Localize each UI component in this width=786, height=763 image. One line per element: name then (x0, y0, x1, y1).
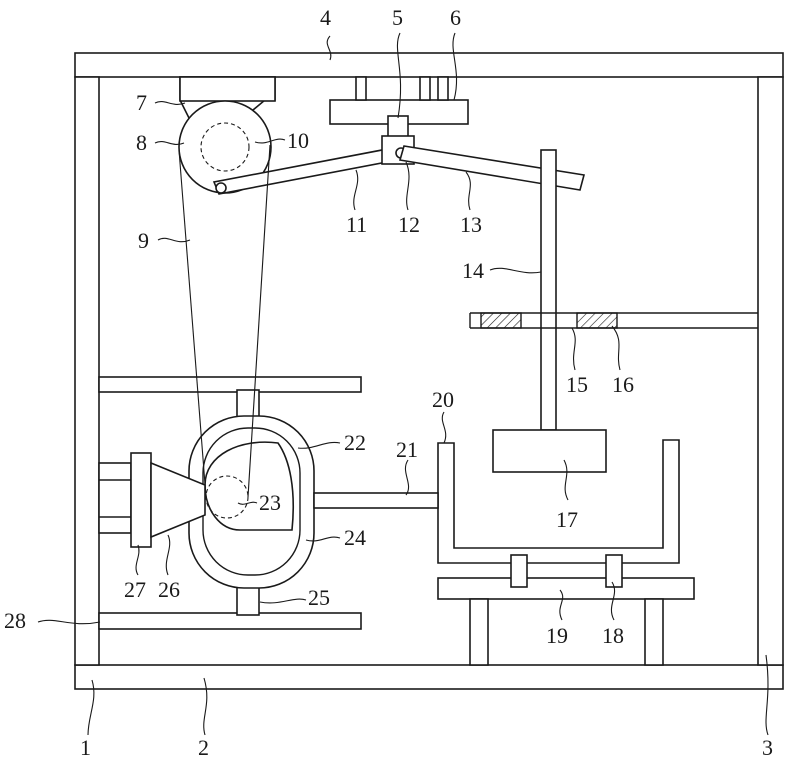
table-top (438, 578, 694, 599)
label-21: 21 (396, 437, 418, 462)
label-4: 4 (320, 5, 331, 30)
slide-block-left (511, 555, 527, 587)
vertical-rod (541, 150, 556, 430)
lower-shelf (99, 613, 361, 629)
label-6: 6 (450, 5, 461, 30)
motor-mount (99, 463, 131, 533)
mount-post-mid (420, 77, 430, 100)
label-16: 16 (612, 372, 634, 397)
label-24: 24 (344, 525, 366, 550)
push-rod (314, 493, 438, 508)
label-7: 7 (136, 90, 147, 115)
press-assembly (470, 150, 758, 472)
label-13: 13 (460, 212, 482, 237)
label-11: 11 (346, 212, 367, 237)
hopper-neck (180, 77, 275, 101)
label-5: 5 (392, 5, 403, 30)
belt-left (179, 150, 206, 497)
lower-mechanism (99, 145, 438, 629)
label-19: 19 (546, 623, 568, 648)
label-10: 10 (287, 128, 309, 153)
label-2: 2 (198, 735, 209, 760)
label-8: 8 (136, 130, 147, 155)
table-leg-right (645, 599, 663, 665)
label-20: 20 (432, 387, 454, 412)
label-27: 27 (124, 577, 146, 602)
label-25: 25 (308, 585, 330, 610)
slide-block-right (606, 555, 622, 587)
label-28: 28 (4, 608, 26, 633)
press-head (493, 430, 606, 472)
lower-support-block (237, 585, 259, 615)
label-3: 3 (762, 735, 773, 760)
base-plate (75, 665, 783, 689)
label-18: 18 (602, 623, 624, 648)
mount-post-right (438, 77, 448, 100)
table-leg-left (470, 599, 488, 665)
label-12: 12 (398, 212, 420, 237)
label-9: 9 (138, 228, 149, 253)
top-mechanism (179, 77, 584, 194)
right-column (758, 77, 783, 665)
mount-post-left (356, 77, 366, 100)
motor-body (131, 453, 151, 547)
label-1: 1 (80, 735, 91, 760)
guide-bushing-left (481, 313, 521, 328)
label-14: 14 (462, 258, 484, 283)
label-17: 17 (556, 507, 578, 532)
upper-shelf (99, 377, 361, 392)
top-plate (75, 53, 783, 77)
guide-bushing-right (577, 313, 617, 328)
left-column (75, 77, 99, 665)
label-22: 22 (344, 430, 366, 455)
label-15: 15 (566, 372, 588, 397)
rod-pin-left (216, 183, 226, 193)
label-26: 26 (158, 577, 180, 602)
slider-block (388, 116, 408, 138)
label-23: 23 (259, 490, 281, 515)
